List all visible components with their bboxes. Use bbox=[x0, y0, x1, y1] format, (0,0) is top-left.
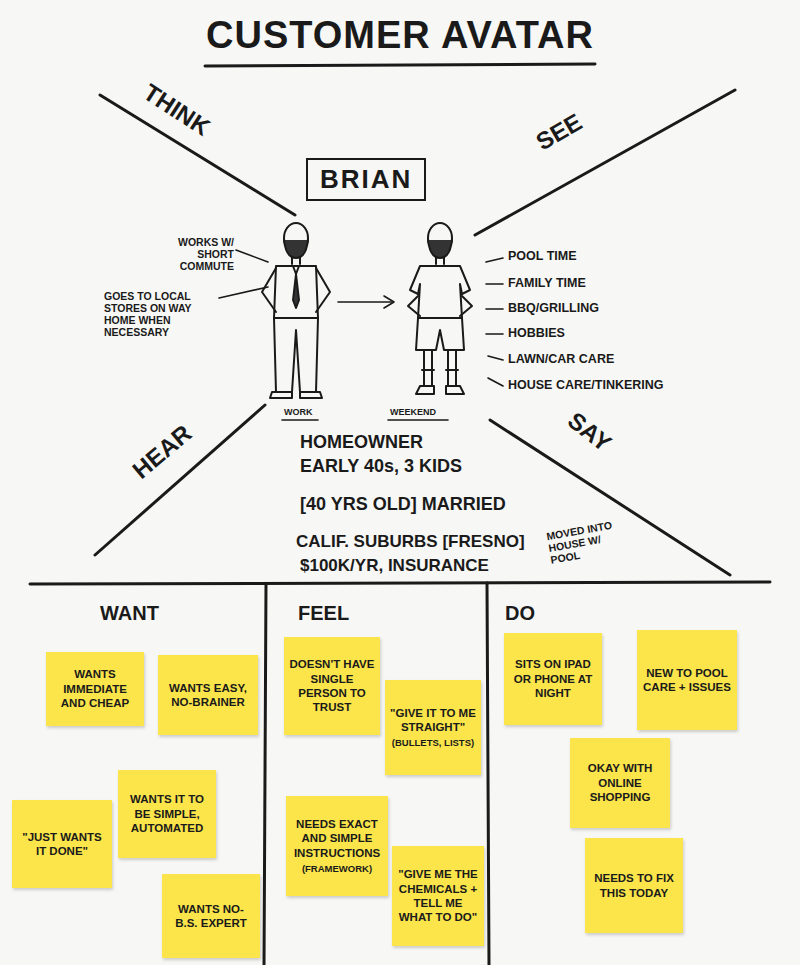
sticky-note: WANTS IT TO BE SIMPLE, AUTOMATED bbox=[118, 770, 216, 858]
sticky-note: "JUST WANTS IT DONE" bbox=[12, 800, 112, 888]
underline bbox=[282, 419, 318, 421]
figure-caption: WEEKEND bbox=[390, 407, 436, 417]
leader-line bbox=[488, 356, 503, 360]
annotation: GOES TO LOCAL STORES ON WAY HOME WHEN NE… bbox=[104, 290, 216, 338]
leader-line bbox=[486, 308, 503, 310]
quadrant-line bbox=[475, 90, 735, 235]
activity-item: FAMILY TIME bbox=[508, 276, 586, 290]
sticky-note: NEEDS EXACT AND SIMPLE INSTRUCTIONS (FRAM… bbox=[286, 796, 388, 896]
activity-item: LAWN/CAR CARE bbox=[508, 352, 614, 366]
sticky-text: SITS ON IPAD OR PHONE AT NIGHT bbox=[509, 657, 597, 700]
leader-line bbox=[236, 250, 268, 262]
underline bbox=[388, 419, 448, 421]
profile-line: $100K/YR, INSURANCE bbox=[300, 556, 489, 576]
activity-item: BBQ/GRILLING bbox=[508, 301, 599, 315]
sticky-note: "GIVE ME THE CHEMICALS + TELL ME WHAT TO… bbox=[392, 846, 484, 946]
sticky-note: WANTS EASY, NO-BRAINER bbox=[158, 655, 258, 735]
activity-item: POOL TIME bbox=[508, 249, 577, 263]
sticky-note: NEW TO POOL CARE + ISSUES bbox=[637, 630, 737, 730]
sticky-text: (FRAMEWORK) bbox=[302, 863, 372, 875]
quadrant-label: THINK bbox=[138, 78, 215, 141]
activity-item: HOUSE CARE/TINKERING bbox=[508, 378, 664, 392]
sticky-text: DOESN'T HAVE SINGLE PERSON TO TRUST bbox=[289, 657, 375, 715]
sticky-note: NEEDS TO FIX THIS TODAY bbox=[585, 838, 683, 933]
activity-item: HOBBIES bbox=[508, 326, 565, 340]
section-heading: WANT bbox=[100, 602, 159, 625]
sticky-note: WANTS NO-B.S. EXPERT bbox=[162, 874, 260, 958]
sticky-note: DOESN'T HAVE SINGLE PERSON TO TRUST bbox=[284, 637, 380, 735]
sticky-text: WANTS IMMEDIATE AND CHEAP bbox=[51, 667, 139, 710]
profile-line: [40 YRS OLD] MARRIED bbox=[300, 494, 506, 515]
sticky-text: OKAY WITH ONLINE SHOPPING bbox=[575, 761, 665, 804]
sticky-text: WANTS EASY, NO-BRAINER bbox=[163, 681, 253, 710]
annotation: MOVED INTO HOUSE W/ POOL bbox=[545, 518, 620, 566]
diagram-title: CUSTOMER AVATAR bbox=[0, 14, 800, 57]
leader-line bbox=[219, 287, 268, 298]
quadrant-label: SAY bbox=[563, 406, 617, 457]
sticky-text: "GIVE IT TO ME STRAIGHT" bbox=[390, 706, 476, 735]
sticky-text: "GIVE ME THE CHEMICALS + TELL ME WHAT TO… bbox=[397, 867, 479, 925]
work-figure bbox=[262, 223, 330, 398]
sticky-note: OKAY WITH ONLINE SHOPPING bbox=[570, 738, 670, 828]
sticky-text: WANTS NO-B.S. EXPERT bbox=[167, 902, 255, 931]
profile-line: CALIF. SUBURBS [FRESNO] bbox=[296, 532, 525, 552]
sticky-text: NEEDS TO FIX THIS TODAY bbox=[590, 871, 678, 900]
sticky-text: NEW TO POOL CARE + ISSUES bbox=[642, 666, 732, 695]
sticky-text: NEEDS EXACT AND SIMPLE INSTRUCTIONS bbox=[291, 817, 383, 860]
weekend-figure bbox=[408, 223, 472, 394]
annotation: WORKS W/ SHORT COMMUTE bbox=[150, 236, 234, 272]
sticky-text: "JUST WANTS IT DONE" bbox=[17, 830, 107, 859]
leader-line bbox=[486, 258, 503, 262]
sticky-text: WANTS IT TO BE SIMPLE, AUTOMATED bbox=[123, 792, 211, 835]
section-heading: FEEL bbox=[298, 602, 349, 625]
section-divider bbox=[264, 584, 266, 965]
profile-line: EARLY 40s, 3 KIDS bbox=[300, 456, 462, 477]
figure-caption: WORK bbox=[284, 407, 313, 417]
section-heading: DO bbox=[505, 602, 535, 625]
sticky-note: SITS ON IPAD OR PHONE AT NIGHT bbox=[504, 633, 602, 725]
quadrant-label: SEE bbox=[531, 108, 586, 156]
quadrant-line bbox=[95, 405, 265, 555]
leader-line bbox=[486, 333, 503, 335]
title-underline bbox=[205, 64, 595, 66]
transition-arrow bbox=[338, 301, 392, 303]
sticky-note: "GIVE IT TO ME STRAIGHT" (BULLETS, LISTS) bbox=[385, 680, 481, 775]
profile-line: HOMEOWNER bbox=[300, 432, 423, 453]
sticky-text: (BULLETS, LISTS) bbox=[392, 737, 474, 749]
leader-line bbox=[486, 283, 503, 285]
persona-name: BRIAN bbox=[320, 164, 412, 195]
leader-line bbox=[488, 378, 503, 386]
sticky-note: WANTS IMMEDIATE AND CHEAP bbox=[46, 652, 144, 726]
arrow-head bbox=[384, 296, 394, 308]
section-divider bbox=[30, 582, 770, 584]
section-divider bbox=[487, 583, 489, 965]
name-box: BRIAN bbox=[306, 158, 426, 201]
